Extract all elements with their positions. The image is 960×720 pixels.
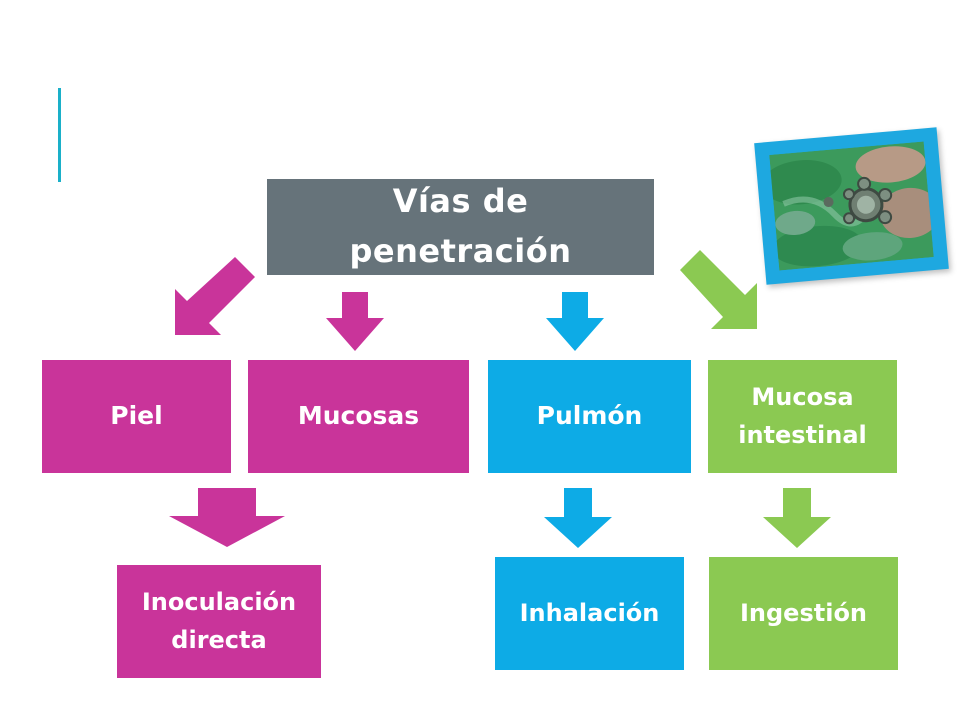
node-pulmon: Pulmón xyxy=(488,360,691,473)
arrow-root-to-pulmon xyxy=(546,292,604,351)
arrow-root-to-piel xyxy=(175,257,255,335)
arrow-root-to-mucosa-intestinal xyxy=(680,250,757,329)
microscope-image xyxy=(754,127,949,285)
arrow-to-inoculacion xyxy=(169,488,285,547)
title-accent-line xyxy=(58,88,61,182)
arrow-to-inhalacion xyxy=(544,488,612,548)
node-mucosa-intestinal: Mucosa intestinal xyxy=(708,360,897,473)
node-inoculacion-directa: Inoculación directa xyxy=(117,565,321,678)
node-inhalacion: Inhalación xyxy=(495,557,684,670)
root-node: Vías de penetración xyxy=(267,179,654,275)
microscope-icon xyxy=(769,141,934,271)
node-mucosas: Mucosas xyxy=(248,360,469,473)
node-ingestion: Ingestión xyxy=(709,557,898,670)
arrow-root-to-mucosas xyxy=(326,292,384,351)
arrow-to-ingestion xyxy=(763,488,831,548)
node-piel: Piel xyxy=(42,360,231,473)
